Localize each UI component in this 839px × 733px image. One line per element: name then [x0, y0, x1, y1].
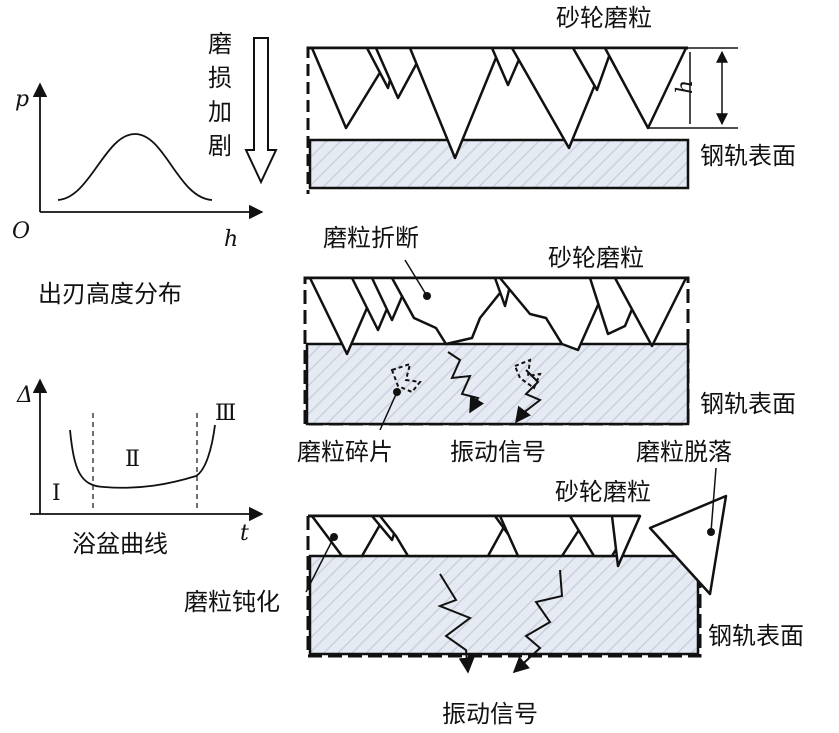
- stage2-fragment-1: [390, 362, 422, 394]
- stage3-vibration-1: [437, 573, 475, 674]
- bathtub-region-3: Ⅲ: [215, 401, 236, 426]
- stage3-detach-label: 磨粒脱落: [636, 438, 732, 466]
- bathtub-x-label: t: [240, 521, 249, 546]
- stage2-fragment-2: [513, 358, 542, 390]
- stage3-rail-label: 钢轨表面: [708, 622, 804, 650]
- bathtub-caption: 浴盆曲线: [72, 530, 168, 558]
- bathtub-chart: [30, 378, 264, 522]
- wear-char-2: 损: [208, 64, 232, 92]
- stage1-dim-label: h: [673, 80, 698, 94]
- stage2-rail: [305, 342, 690, 426]
- bathtub-region-2: Ⅱ: [125, 447, 140, 472]
- stage2-fragment-label: 磨粒碎片: [297, 438, 393, 466]
- stage3-detached-grain: [648, 494, 728, 596]
- stage-2: 磨粒折断 砂轮磨粒 钢轨表面 磨粒碎片 振动信号: [297, 224, 796, 466]
- stage1-rail-label: 钢轨表面: [700, 142, 796, 170]
- bathtub-y-label: Δ: [16, 383, 33, 408]
- bathtub-curve: [69, 424, 216, 489]
- stage3-wheel-label: 砂轮磨粒: [555, 478, 651, 506]
- stage3-outline: [306, 516, 702, 658]
- stage3-dull-leader: [305, 536, 335, 593]
- stage2-grains: [308, 276, 688, 356]
- height-distribution-chart: [32, 82, 264, 220]
- wear-char-1: 磨: [208, 30, 232, 58]
- wear-char-4: 剧: [208, 132, 232, 160]
- stage3-rail: [308, 554, 700, 656]
- wear-arrow-text: 磨 损 加 剧: [208, 30, 232, 160]
- stage3-grains: [310, 514, 642, 568]
- stage3-vibration-2: [512, 569, 564, 674]
- stage1-rail: [308, 138, 690, 190]
- wear-char-3: 加: [208, 98, 232, 126]
- stage2-rail-label: 钢轨表面: [700, 390, 796, 418]
- stage3-dull-label: 磨粒钝化: [184, 588, 280, 616]
- stage-3: 砂轮磨粒 磨粒脱落 磨粒钝化 钢轨表面 振动信号: [184, 438, 804, 728]
- stage2-vibration-1: [447, 351, 485, 414]
- stage2-signal-label: 振动信号: [450, 438, 546, 466]
- dist-bell-curve: [57, 133, 213, 201]
- bathtub-region-1: Ⅰ: [52, 481, 61, 506]
- dist-caption: 出刃高度分布: [38, 280, 182, 308]
- stage2-break-label: 磨粒折断: [323, 224, 419, 252]
- stage3-detach-leader: [710, 467, 717, 533]
- dist-x-label: h: [224, 227, 238, 252]
- dist-y-label: p: [15, 87, 29, 112]
- wear-direction-arrow: [244, 37, 278, 185]
- dist-origin-label: O: [12, 219, 30, 244]
- stage-1: h 砂轮磨粒 钢轨表面: [306, 4, 796, 194]
- stage1-wheel-label: 砂轮磨粒: [556, 4, 652, 32]
- stage2-wheel-label: 砂轮磨粒: [548, 244, 644, 272]
- stage1-grains: [310, 46, 688, 160]
- stage3-signal-label: 振动信号: [442, 700, 538, 728]
- stage2-break-leader: [404, 259, 428, 297]
- stage2-vibration-2: [515, 369, 542, 424]
- stage2-fragment-leader: [379, 391, 398, 431]
